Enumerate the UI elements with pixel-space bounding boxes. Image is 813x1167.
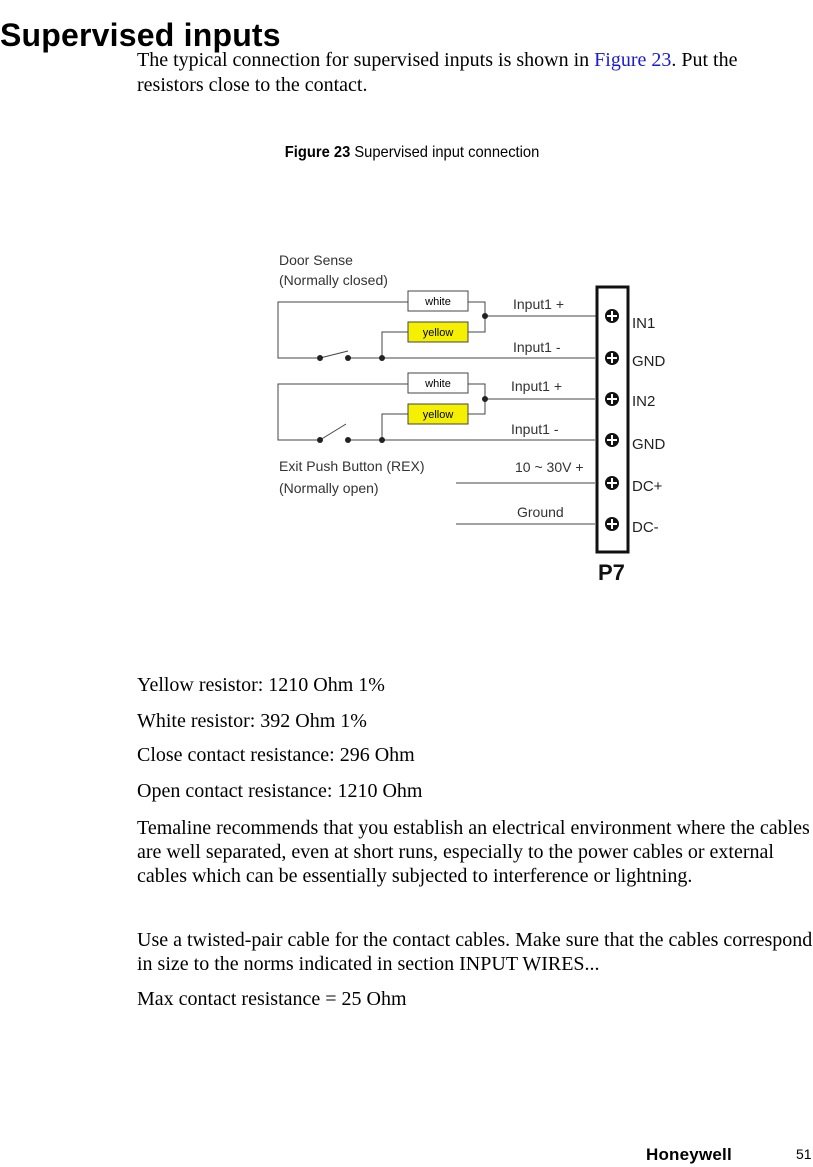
intro-text-start: The typical connection for supervised in…	[137, 49, 595, 71]
spec-open-contact: Open contact resistance: 1210 Ohm	[137, 780, 423, 802]
terminal-block	[595, 285, 630, 554]
terminal-screws	[605, 309, 619, 531]
terminal-label: DC-	[632, 519, 659, 536]
environment-paragraph: Temaline recommends that you establish a…	[137, 817, 810, 887]
wire-label: Input1 -	[513, 339, 561, 355]
connector-label: P7	[598, 560, 625, 585]
yellow-resistor-label: yellow	[423, 327, 454, 339]
honeywell-logo: Honeywell	[646, 1145, 732, 1164]
figure-label: Figure 23	[284, 144, 351, 161]
white-resistor	[407, 372, 469, 394]
terminal-label: GND	[632, 353, 666, 370]
terminal-label: GND	[632, 436, 666, 453]
figure-link[interactable]: Figure 23	[594, 49, 672, 71]
yellow-resistor-label: yellow	[423, 409, 454, 421]
white-resistor	[407, 290, 469, 312]
figure-title: Supervised input connection	[350, 144, 540, 161]
white-resistor-label: white	[424, 378, 451, 390]
yellow-resistor	[407, 403, 469, 425]
wire-label: Input1 +	[513, 296, 564, 312]
page-title: Supervised inputs	[0, 17, 281, 54]
wire-label: Input1 +	[511, 378, 562, 394]
supervised-input-diagram: white yellow white yellow Door Sense (No…	[277, 252, 666, 585]
door-sense-subtitle: (Normally closed)	[279, 272, 388, 288]
figure-caption: Figure 23 Supervised input connection	[38, 144, 786, 162]
terminal-label: IN1	[632, 315, 655, 332]
intro-text-end: . Put the resistors close to the contact…	[137, 49, 738, 96]
max-resistance-paragraph: Max contact resistance = 25 Ohm	[137, 988, 407, 1010]
wire-label: 10 ~ 30V +	[515, 459, 584, 475]
exit-button-title: Exit Push Button (REX)	[279, 458, 425, 474]
wire-label: Ground	[517, 504, 564, 520]
white-resistor-label: white	[424, 296, 451, 308]
door-sense-title: Door Sense	[279, 252, 353, 268]
wire-label: Input1 -	[511, 421, 559, 437]
spec-close-contact: Close contact resistance: 296 Ohm	[137, 744, 415, 766]
spec-yellow-resistor: Yellow resistor: 1210 Ohm 1%	[137, 674, 385, 696]
yellow-resistor	[407, 321, 469, 343]
terminal-label: DC+	[632, 478, 663, 495]
page-number: 51	[796, 1146, 812, 1162]
cable-paragraph: Use a twisted-pair cable for the contact…	[137, 929, 813, 975]
spec-white-resistor: White resistor: 392 Ohm 1%	[137, 710, 367, 732]
intro-paragraph: The typical connection for supervised in…	[137, 48, 797, 98]
exit-button-subtitle: (Normally open)	[279, 480, 379, 496]
terminal-label: IN2	[632, 393, 655, 410]
